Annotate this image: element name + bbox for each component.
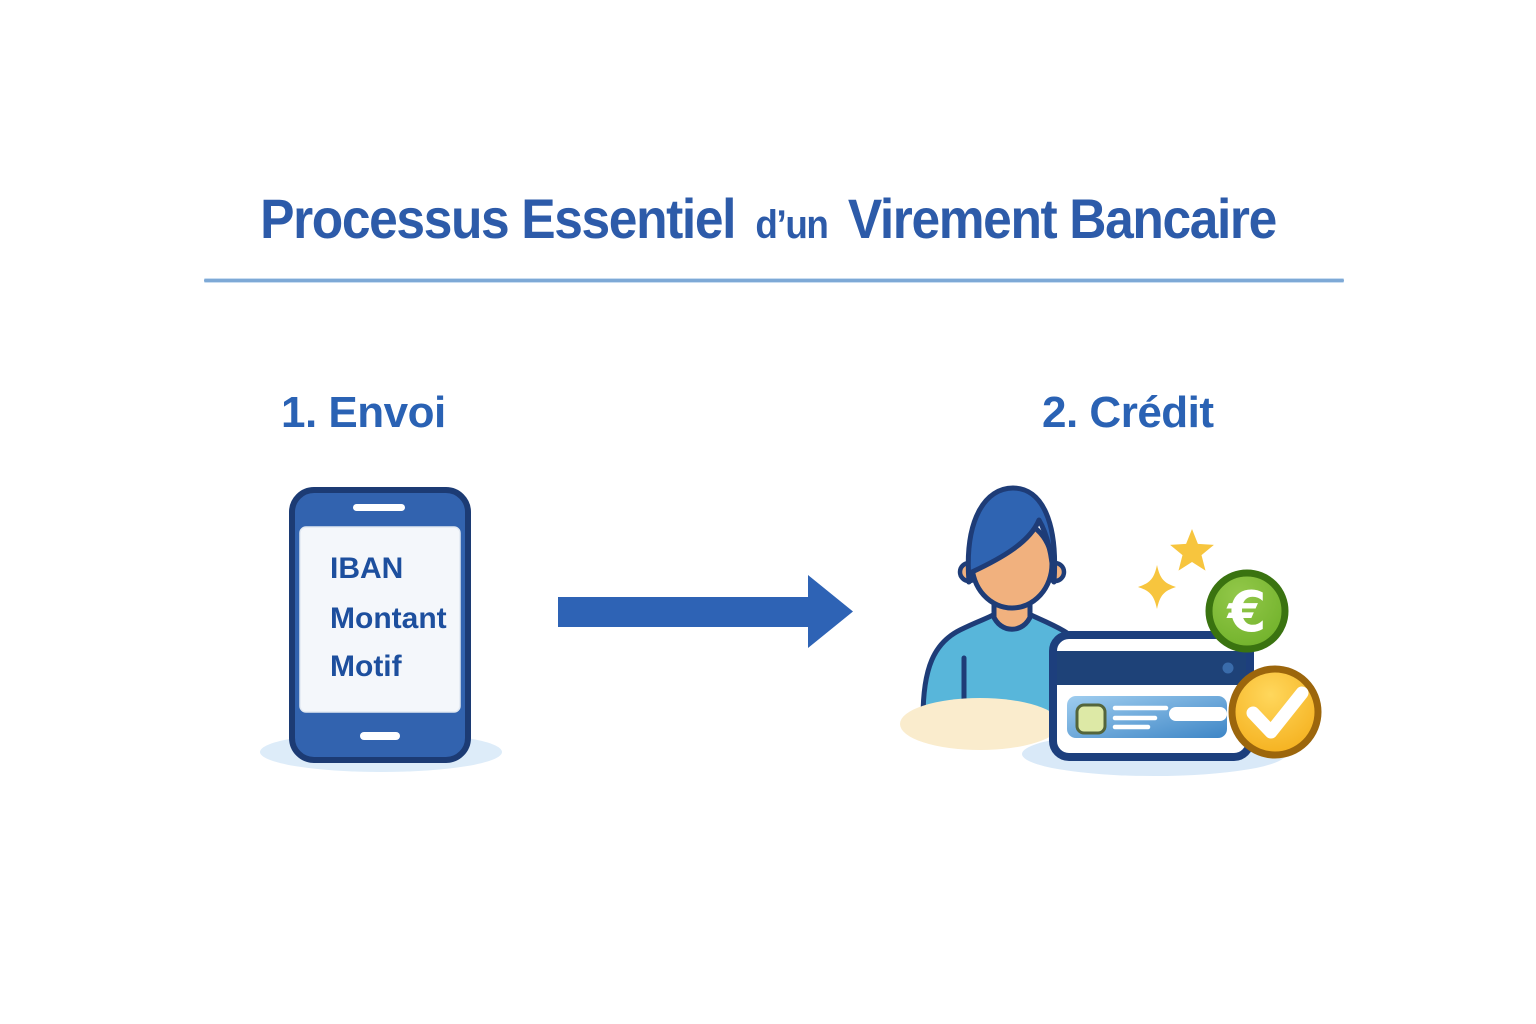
- phone-screen-field-montant: Montant: [330, 602, 447, 635]
- page-title: Processus Essentiel d’un Virement Bancai…: [61, 186, 1474, 251]
- desk-blob: [900, 698, 1060, 750]
- checkmark-icon: [1228, 665, 1322, 759]
- phone-screen-field-iban: IBAN: [330, 552, 403, 585]
- card-name-pill: [1169, 707, 1227, 721]
- page-title-connector: d’un: [755, 203, 829, 247]
- card-text-lines: [1112, 705, 1169, 730]
- person-icon: [920, 485, 1086, 721]
- step-1-label: 1. Envoi: [281, 388, 446, 437]
- page-title-left: Processus Essentiel: [260, 187, 736, 250]
- sparkle-icon: [1138, 565, 1176, 609]
- smartphone-icon: IBAN Montant Motif: [260, 487, 502, 772]
- phone-screen-field-motif: Motif: [330, 650, 403, 683]
- card-magnetic-stripe: [1057, 651, 1246, 685]
- phone-screen: [299, 526, 461, 713]
- phone-home-indicator: [360, 732, 400, 740]
- arrow-right-icon: [558, 575, 853, 648]
- title-underline: [204, 279, 1344, 282]
- card-dot: [1222, 662, 1234, 674]
- credit-illustration: €: [900, 485, 1322, 776]
- star-icon: [1170, 529, 1214, 571]
- phone-speaker: [353, 504, 405, 511]
- euro-coin-icon: €: [1205, 569, 1289, 653]
- step-2-label: 2. Crédit: [1042, 388, 1214, 437]
- euro-symbol: €: [1226, 580, 1267, 645]
- person-hair: [965, 485, 1058, 585]
- page-title-right: Virement Bancaire: [847, 187, 1277, 250]
- card-chip: [1075, 703, 1107, 735]
- bank-card-icon: [1049, 631, 1254, 761]
